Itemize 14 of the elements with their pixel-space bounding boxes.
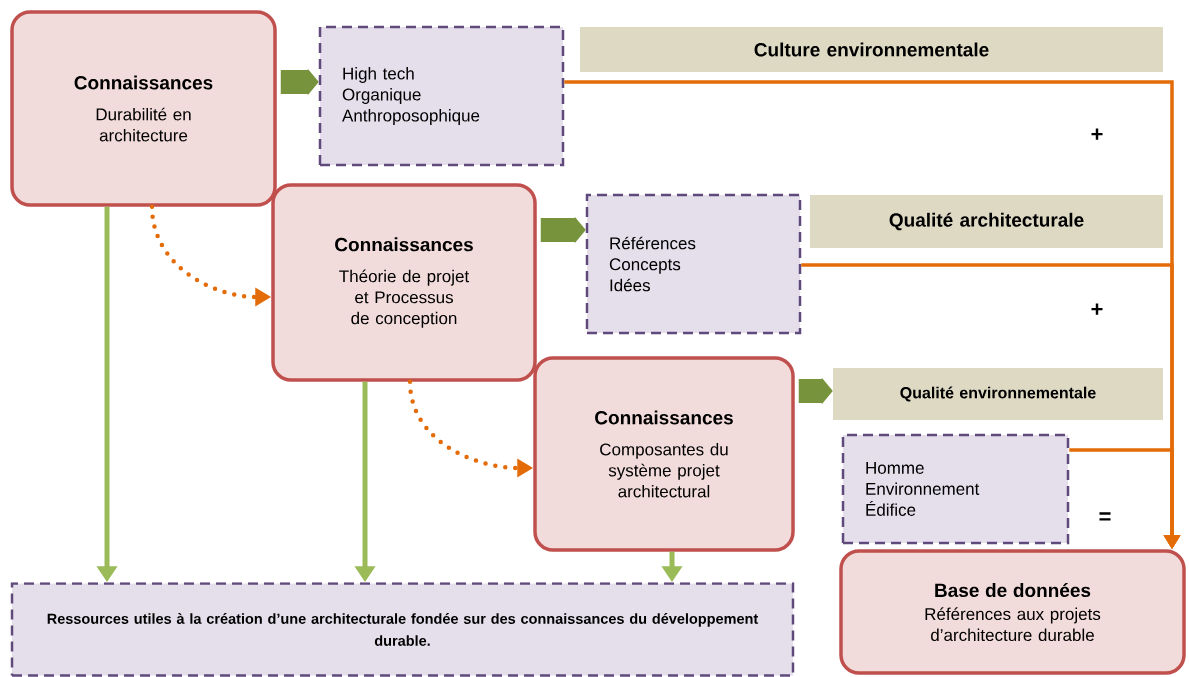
list-box: Homme Environnement Édifice <box>841 433 1070 545</box>
process-box: Connaissances Théorie de projet et Processus de conception <box>271 183 537 382</box>
list-box: Références Concepts Idées <box>585 193 802 335</box>
operator-symbol: + <box>1091 303 1103 315</box>
process-box: Connaissances Durabilité en architecture <box>10 10 277 207</box>
result-box: Ressources utiles à la création d’une architecturale fondée sur des connaissances du développement durable. <box>10 582 795 677</box>
list-box: High tech Organique Anthroposophique <box>318 25 565 167</box>
category-band: Qualité architecturale <box>810 195 1163 248</box>
process-box: Base de données Références aux projets d’architecture durable <box>839 549 1186 675</box>
operator-symbol: + <box>1091 128 1103 140</box>
process-box: Connaissances Composantes du système projet architectural <box>533 356 795 552</box>
category-band: Qualité environnementale <box>833 368 1163 420</box>
category-band: Culture environnementale <box>580 27 1163 72</box>
operator-symbol: = <box>1099 512 1111 521</box>
